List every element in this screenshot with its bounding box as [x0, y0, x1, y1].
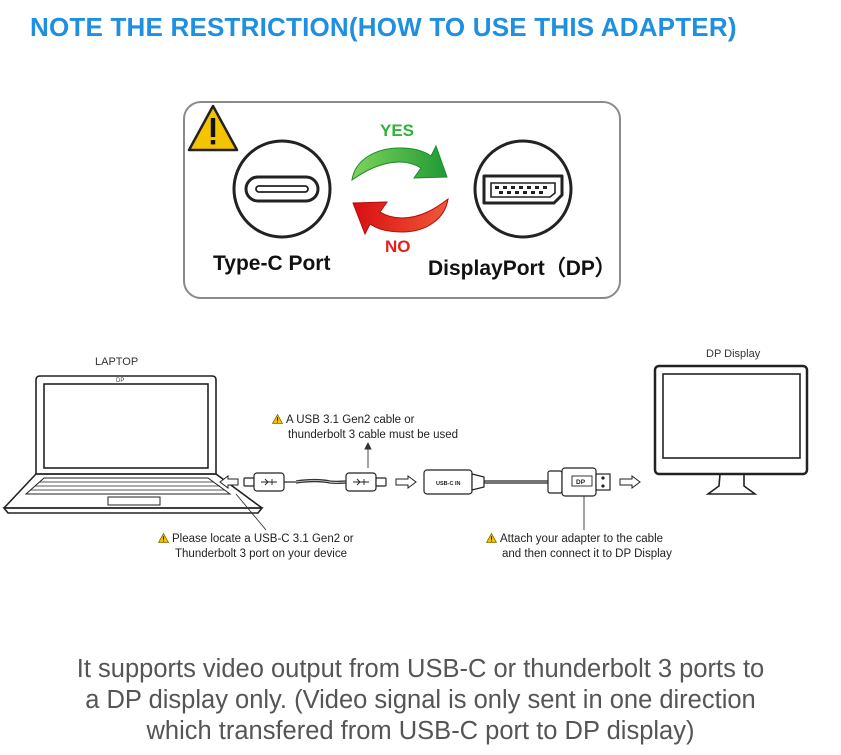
- cable-note-line-1: A USB 3.1 Gen2 cable or: [272, 414, 415, 426]
- cable-note-text-1: A USB 3.1 Gen2 cable or: [286, 414, 415, 426]
- laptop-icon: [2, 375, 264, 514]
- yes-arrow-icon: [351, 144, 448, 182]
- displayport-port-icon: [473, 139, 573, 239]
- port-note-pointer: [235, 493, 267, 531]
- bottom-text-line-1: It supports video output from USB-C or t…: [76, 655, 765, 683]
- dp-plug-icon: [547, 467, 611, 497]
- adapter-note-text-1: Attach your adapter to the cable: [500, 533, 664, 545]
- type-c-port-icon: [232, 139, 332, 239]
- adapter-note-line-1: Attach your adapter to the cable: [486, 533, 663, 545]
- type-c-port-label: Type-C Port: [213, 252, 331, 275]
- port-note-line-1: Please locate a USB-C 3.1 Gen2 or: [158, 533, 354, 545]
- right-arrow-icon-2: [619, 475, 641, 489]
- no-label: NO: [385, 237, 411, 256]
- adapter-label: USB-C IN: [436, 481, 460, 487]
- page-title: NOTE THE RESTRICTION(HOW TO USE THIS ADA…: [30, 12, 737, 42]
- adapter-icon: [423, 469, 548, 495]
- warning-icon: [272, 414, 283, 424]
- warning-triangle-icon: [187, 104, 239, 152]
- usb-c-plug-right-icon: [345, 472, 387, 492]
- yes-label: YES: [380, 121, 415, 140]
- warning-icon: [486, 533, 497, 543]
- dp-plug-label: DP: [576, 479, 586, 486]
- warning-icon: [158, 533, 169, 543]
- port-note-text-1: Please locate a USB-C 3.1 Gen2 or: [172, 533, 354, 545]
- no-arrow-icon: [352, 197, 449, 236]
- port-note-text-2: Thunderbolt 3 port on your device: [175, 548, 347, 560]
- bottom-text-line-2: a DP display only. (Video signal is only…: [85, 686, 756, 714]
- display-label: DP Display: [706, 348, 761, 360]
- dp-display-icon: [653, 364, 809, 495]
- laptop-label: LAPTOP: [95, 356, 139, 368]
- left-arrow-icon: [219, 475, 239, 489]
- usb-c-plug-left-icon: [243, 472, 296, 492]
- bottom-text-line-3: which transfered from USB-C port to DP d…: [146, 717, 695, 745]
- right-arrow-icon-1: [395, 475, 417, 489]
- cable-note-pointer: [364, 441, 372, 468]
- cable-note-text-2: thunderbolt 3 cable must be used: [288, 429, 459, 441]
- displayport-label: DisplayPort（DP）: [428, 257, 616, 280]
- laptop-logo: DP: [116, 378, 124, 384]
- adapter-note-text-2: and then connect it to DP Display: [502, 548, 672, 560]
- usb-c-cable: [295, 478, 347, 485]
